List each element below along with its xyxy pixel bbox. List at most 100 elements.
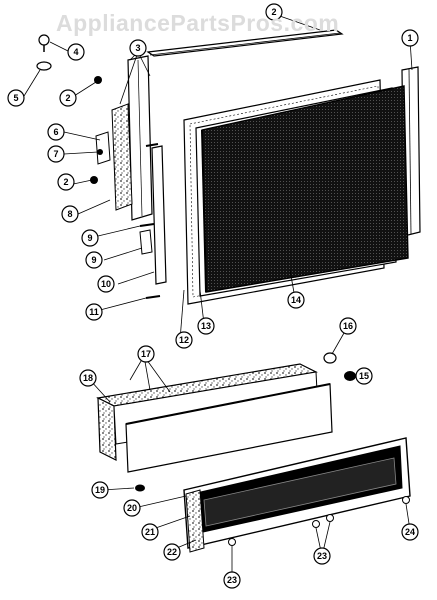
callout-23: 23: [223, 571, 241, 589]
callout-label: 9: [87, 233, 92, 243]
callout-label: 14: [291, 295, 301, 305]
callout-circle: [197, 317, 215, 335]
callout-circle: [47, 123, 65, 141]
callout-label: 23: [227, 575, 237, 585]
front-grille-frame: [183, 437, 411, 553]
callout-3: 3: [129, 39, 147, 57]
callout-circle: [313, 547, 331, 565]
callout-circle: [57, 173, 75, 191]
callout-label: 17: [141, 349, 151, 359]
callout-13: 13: [197, 317, 215, 335]
callout-label: 13: [201, 321, 211, 331]
screw-9-upper: [139, 223, 155, 227]
callout-label: 5: [13, 93, 18, 103]
top-rail: [146, 29, 344, 57]
callout-circle: [81, 229, 99, 247]
callout-21: 21: [141, 523, 159, 541]
callout-circle: [67, 43, 85, 61]
callout-circle: [265, 3, 283, 21]
callout-label: 18: [83, 373, 93, 383]
callout-label: 7: [53, 149, 58, 159]
callout-circle: [47, 145, 65, 163]
callout-label: 12: [179, 335, 189, 345]
screw-top-left: [38, 34, 50, 52]
callout-19: 19: [91, 481, 109, 499]
callout-20: 20: [123, 499, 141, 517]
vertical-strip: [151, 145, 167, 285]
callout-circle: [129, 39, 147, 57]
callout-15: 15: [355, 367, 373, 385]
callout-circle: [401, 29, 419, 47]
callout-circle: [123, 499, 141, 517]
callout-circle: [61, 205, 79, 223]
callout-circle: [339, 317, 357, 335]
callout-9: 9: [81, 229, 99, 247]
screw-23-mid: [312, 520, 320, 528]
callout-2: 2: [265, 3, 283, 21]
bracket-6-7: [95, 131, 111, 165]
left-panel-bracket: [111, 55, 153, 221]
callout-circle: [7, 89, 25, 107]
callout-circle: [175, 331, 193, 349]
knob-16: [323, 352, 337, 364]
callout-circle: [85, 303, 103, 321]
callout-2: 2: [57, 173, 75, 191]
callout-17: 17: [137, 345, 155, 363]
callout-label: 16: [343, 321, 353, 331]
callout-label: 19: [95, 485, 105, 495]
callout-7: 7: [47, 145, 65, 163]
screw-9-lower: [145, 295, 161, 299]
callout-label: 3: [135, 43, 140, 53]
callout-label: 2: [271, 7, 276, 17]
callout-2: 2: [59, 89, 77, 107]
callout-9: 9: [85, 251, 103, 269]
screw-23-right: [326, 514, 334, 522]
callout-label: 24: [405, 527, 415, 537]
callout-label: 11: [89, 307, 99, 317]
callout-16: 16: [339, 317, 357, 335]
callout-22: 22: [163, 543, 181, 561]
callout-label: 15: [359, 371, 369, 381]
callout-circle: [79, 369, 97, 387]
callout-circle: [85, 251, 103, 269]
callout-circle: [401, 523, 419, 541]
callout-circle: [97, 275, 115, 293]
callout-10: 10: [97, 275, 115, 293]
knob-15: [344, 371, 356, 381]
callout-label: 2: [63, 177, 68, 187]
callout-24: 24: [401, 523, 419, 541]
callout-circle: [223, 571, 241, 589]
callout-5: 5: [7, 89, 25, 107]
grille-panel: [125, 383, 333, 473]
callout-label: 22: [167, 547, 177, 557]
callout-label: 6: [53, 127, 58, 137]
callout-circle: [137, 345, 155, 363]
callout-6: 6: [47, 123, 65, 141]
callout-circle: [163, 543, 181, 561]
callout-23: 23: [313, 547, 331, 565]
screw-23-left: [228, 538, 236, 546]
callout-label: 9: [91, 255, 96, 265]
callout-circle: [355, 367, 373, 385]
callout-4: 4: [67, 43, 85, 61]
callout-label: 21: [145, 527, 155, 537]
screw-small-top: [145, 143, 159, 147]
callout-8: 8: [61, 205, 79, 223]
callout-group: 1222345678991011121314151617181920212223…: [7, 3, 419, 589]
callout-label: 10: [101, 279, 111, 289]
callout-label: 4: [73, 47, 78, 57]
callout-14: 14: [287, 291, 305, 309]
screw-24: [402, 496, 410, 504]
callout-11: 11: [85, 303, 103, 321]
callout-circle: [59, 89, 77, 107]
callout-label: 1: [407, 33, 412, 43]
callout-18: 18: [79, 369, 97, 387]
callout-1: 1: [401, 29, 419, 47]
callout-label: 8: [67, 209, 72, 219]
filter-panel: [195, 85, 409, 297]
small-strip: [139, 229, 153, 255]
screw-19: [135, 484, 145, 492]
callout-circle: [141, 523, 159, 541]
